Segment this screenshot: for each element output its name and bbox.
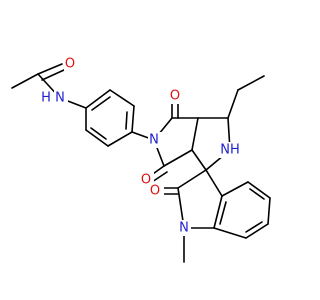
bond xyxy=(125,111,128,130)
imide-oxygen-bottom-label: O xyxy=(141,173,151,188)
acetamide-nitrogen-label: N xyxy=(55,91,65,106)
bond xyxy=(177,169,207,189)
imide-nitrogen-label: N xyxy=(149,133,159,148)
molecule-canvas: O N H N O O NH O N xyxy=(11,56,271,263)
acetamide-hydrogen-label: H xyxy=(41,91,51,106)
bond xyxy=(37,63,63,75)
bond xyxy=(191,117,199,151)
bond xyxy=(247,181,271,199)
bond xyxy=(249,188,265,200)
bond xyxy=(267,197,271,225)
bond xyxy=(219,201,227,225)
atom-labels: O N H N O O NH O N xyxy=(40,56,242,236)
lactam-oxygen-label: O xyxy=(150,184,160,199)
bond xyxy=(163,149,193,167)
bond xyxy=(213,195,223,229)
pyrrolidine-nh-label: NH xyxy=(220,143,240,158)
indoline-nitrogen-label: N xyxy=(179,221,189,236)
bond xyxy=(237,75,265,91)
bond xyxy=(213,227,247,239)
bond xyxy=(205,169,223,197)
bond xyxy=(227,89,239,119)
bond xyxy=(90,127,107,140)
molecule-structure: O N H N O O NH O N xyxy=(11,56,271,263)
bond xyxy=(245,221,263,233)
bond xyxy=(221,181,249,197)
bond xyxy=(41,69,65,81)
bond xyxy=(109,89,135,107)
bond xyxy=(245,223,269,239)
acetamide-oxygen-label: O xyxy=(65,57,75,72)
bond xyxy=(85,89,111,109)
bond xyxy=(85,129,109,147)
bond xyxy=(131,105,135,133)
bond xyxy=(151,171,168,183)
bond xyxy=(191,149,207,171)
bond xyxy=(107,131,133,147)
bond xyxy=(11,73,39,89)
bond xyxy=(91,96,111,111)
imide-oxygen-top-label: O xyxy=(170,89,180,104)
